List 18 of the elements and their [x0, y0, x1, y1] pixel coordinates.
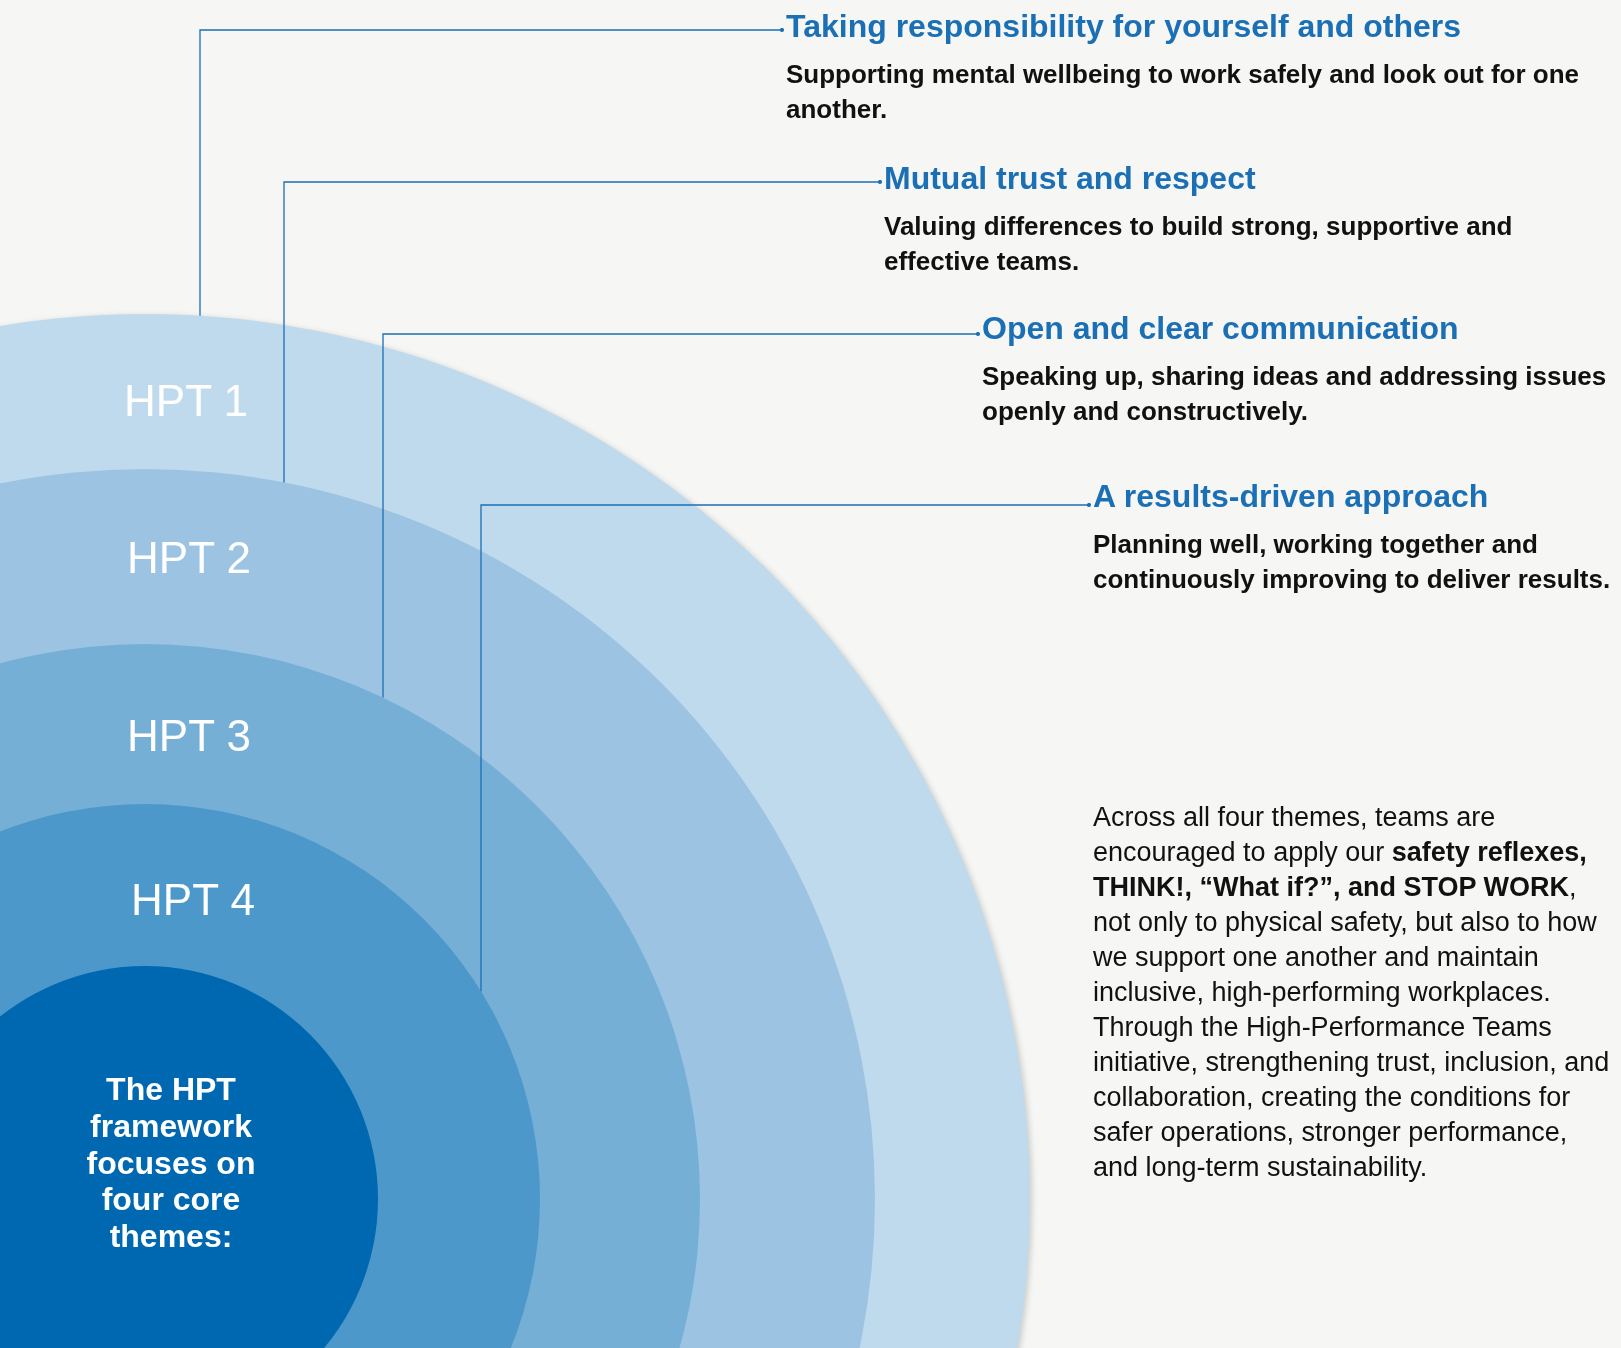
- ring-label: HPT 1: [124, 376, 248, 426]
- ring-label: HPT 2: [127, 533, 251, 583]
- ring-label: HPT 4: [131, 875, 255, 925]
- theme-description: Planning well, working together and continuously improving to deliver results.: [1093, 528, 1612, 596]
- center-text: The HPT framework focuses on four core themes:: [85, 1071, 257, 1255]
- leader-line: [382, 331, 981, 699]
- leader-line: [283, 179, 883, 484]
- theme-heading: Taking responsibility for yourself and others: [786, 8, 1463, 45]
- theme-description: Supporting mental wellbeing to work safely and look out for one another.: [786, 58, 1581, 126]
- ring-label: HPT 3: [127, 711, 251, 761]
- theme-heading: Mutual trust and respect: [884, 160, 1257, 197]
- theme-description: Valuing differences to build strong, supportive and effective teams.: [884, 210, 1514, 278]
- leader-line: [480, 502, 1092, 992]
- theme-description: Speaking up, sharing ideas and addressing issues openly and constructively.: [982, 360, 1608, 428]
- body-paragraph: Across all four themes, teams are encouraged to apply our safety reflexes, THINK!, “What if?”, and STOP WORK, not only to physical safety, but also to how we support one another and maintain inclusive, high-performing workplaces. Through the High-Performance Teams initiative, strengthening trust, inclusion, and collaboration, creating the conditions for safer operations, stronger performance, and long-term sustainability.: [1093, 801, 1611, 1184]
- leader-line: [199, 27, 785, 317]
- theme-heading: Open and clear communication: [982, 310, 1460, 347]
- theme-heading: A results-driven approach: [1093, 478, 1490, 515]
